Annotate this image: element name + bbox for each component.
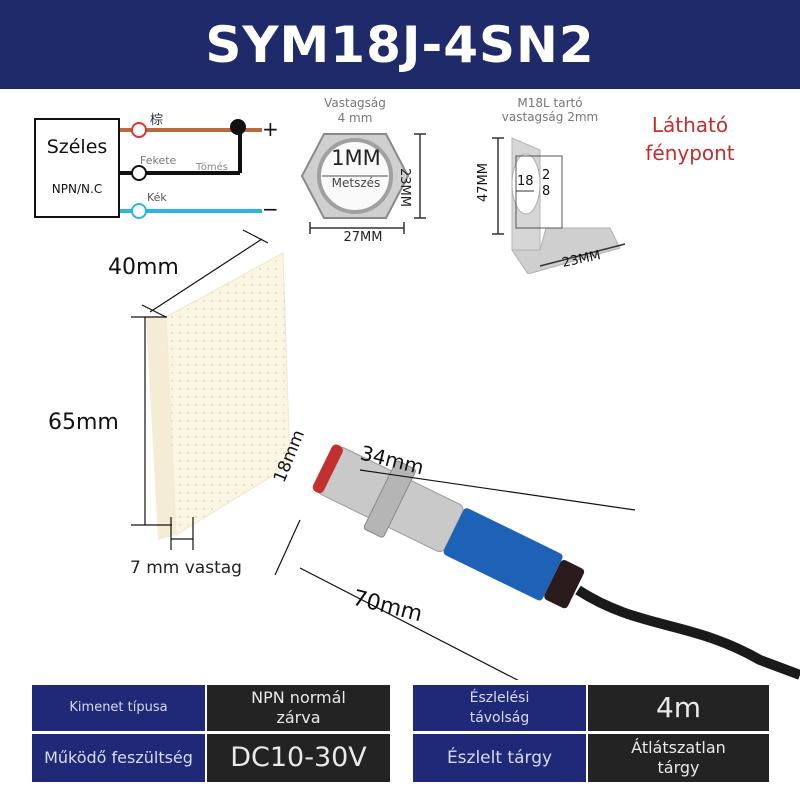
wire-label-brown: 棕 <box>150 113 164 128</box>
sensor-figure: 18mm 34mm 70mm <box>260 427 800 680</box>
spec-key-target: Észlelt tárgy <box>413 734 586 782</box>
reflector-width: 40mm <box>108 255 179 280</box>
box-subtitle: NPN/N.C <box>51 182 103 196</box>
visible-light-line2: fénypont <box>645 141 735 165</box>
minus-terminal: − <box>262 197 279 221</box>
reflector-thickness: 7 mm vastag <box>130 558 242 578</box>
hole-height-2: 8 <box>542 184 551 199</box>
nut-caption-1: Vastagság <box>324 96 386 110</box>
product-title: SYM18J-4SN2 <box>205 15 595 74</box>
reflector-figure: 40mm 65mm 7 mm vastag <box>0 225 320 595</box>
reflector-icon <box>131 229 291 550</box>
wire-overlay-text: Tömés <box>196 162 229 173</box>
wire-label-blue: Kék <box>147 191 167 204</box>
photoelectric-sensor-icon <box>274 444 800 680</box>
hole-height-1: 2 <box>542 168 551 183</box>
hex-nut-icon <box>300 133 426 234</box>
nut-caption-2: 4 mm <box>337 111 373 125</box>
sensor-box: Széles NPN/N.C <box>34 118 120 218</box>
spec-key-output-type: Kimenet típusa <box>32 685 205 731</box>
wire-label-black: Fekete <box>140 154 177 167</box>
bracket-caption-1: M18L tartó <box>517 96 583 110</box>
bracket-height: 47MM <box>476 163 491 202</box>
visible-light-line1: Látható <box>651 113 729 137</box>
reflector-height: 65mm <box>48 410 119 435</box>
hole-width: 18 <box>517 174 534 189</box>
bracket-caption-2: vastagság 2mm <box>501 110 599 124</box>
wiring-diagram: 棕 Fekete Tömés Kék + − <box>0 95 290 235</box>
box-title: Széles <box>46 136 108 158</box>
spec-value-distance: 4m <box>588 685 769 731</box>
title-banner: SYM18J-4SN2 <box>0 0 800 89</box>
spec-key-distance: Észlelési távolság <box>413 685 586 731</box>
l-bracket-icon <box>492 137 626 274</box>
thread-label: Metszés <box>331 176 381 190</box>
spec-key-voltage: Működő feszültség <box>32 734 205 782</box>
spec-value-voltage: DC10-30V <box>207 734 390 782</box>
plus-terminal: + <box>262 117 279 141</box>
spec-value-target: Átlátszatlan tárgy <box>588 734 769 782</box>
nut-height: 23MM <box>397 168 412 207</box>
nut-width: 27MM <box>343 230 383 245</box>
bracket-figure: M18L tartó vastagság 2mm 18 2 8 47MM 23M… <box>470 94 640 280</box>
spec-value-output-type: NPN normál zárva <box>207 685 390 731</box>
nut-figure: Vastagság 4 mm 1MM Metszés 27MM 23MM <box>300 94 450 250</box>
wiring-lines-icon <box>120 119 262 219</box>
thread-pitch: 1MM <box>331 146 381 170</box>
